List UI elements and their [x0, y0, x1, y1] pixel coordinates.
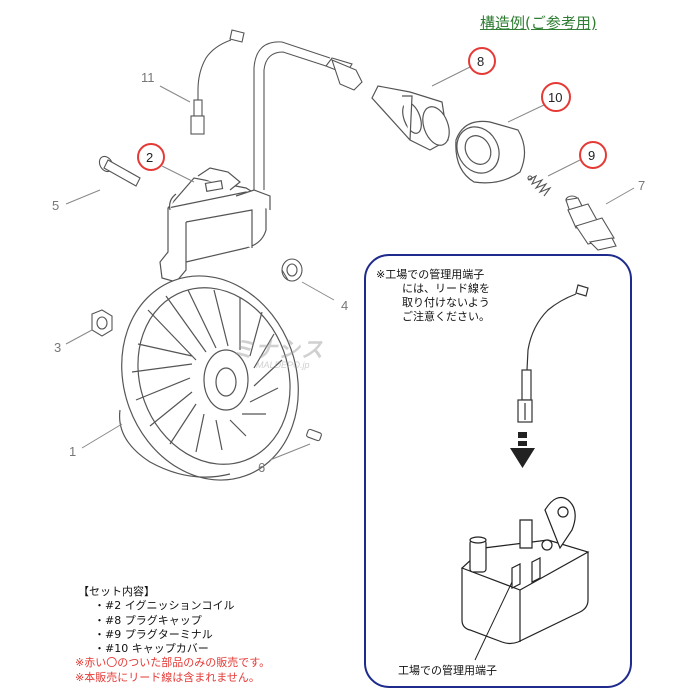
- callout-6: 6: [258, 460, 265, 475]
- set-note: ※赤い〇のついた部品のみの販売です。: [75, 656, 271, 670]
- set-contents-heading: 【セット内容】: [78, 585, 155, 598]
- part-9-plug-terminal: [527, 174, 552, 197]
- part-3-nut: [91, 309, 113, 337]
- inset-ignition-coil: [460, 497, 590, 645]
- callout-4: 4: [341, 298, 348, 313]
- ht-lead: [253, 41, 363, 190]
- callout-9: 9: [588, 148, 595, 163]
- part-7-spark-plug: [565, 195, 617, 251]
- set-item: ・#10 キャップカバー: [94, 642, 209, 656]
- terminal-label: 工場での管理用端子: [398, 664, 497, 677]
- set-item: ・#9 プラグターミナル: [94, 627, 213, 641]
- leader-lines: [65, 65, 635, 461]
- part-6-key: [306, 428, 322, 442]
- part-4-bushing: [281, 258, 303, 282]
- callout-3: 3: [54, 340, 61, 355]
- inset-note-line: ご注意ください。: [402, 310, 490, 323]
- part-11-lead-wire: [190, 29, 245, 135]
- callout-2: 2: [146, 150, 153, 165]
- callout-11: 11: [141, 70, 155, 85]
- down-arrow: [510, 432, 535, 468]
- callout-7: 7: [638, 178, 645, 193]
- part-1-flywheel: [118, 275, 299, 481]
- set-item: ・#8 プラグキャップ: [94, 613, 202, 627]
- set-contents: 【セット内容】 ・#2 イグニッションコイル ・#8 プラグキャップ ・#9 プ…: [75, 585, 271, 685]
- callout-10: 10: [548, 90, 562, 105]
- inset-note: ※工場での管理用端子 には、リード線を 取り付けないよう ご注意ください。: [376, 268, 490, 324]
- inset-note-line: 取り付けないよう: [402, 296, 490, 309]
- callout-5: 5: [52, 198, 59, 213]
- inset-note-line: には、リード線を: [402, 282, 490, 295]
- inset-note-line: ※工場での管理用端子: [376, 268, 485, 281]
- part-8-plug-cap: [371, 85, 450, 151]
- inset-frame: [364, 254, 632, 688]
- part-5-bolt: [98, 155, 141, 187]
- inset-lead-wire: [517, 284, 589, 423]
- callout-circles: [137, 47, 607, 171]
- terminal-leader: [474, 581, 513, 661]
- part-10-cap-cover: [455, 120, 526, 184]
- watermark-logo: ミナシス: [232, 337, 325, 362]
- callout-8: 8: [477, 54, 484, 69]
- part-2-ignition-coil: [159, 167, 271, 283]
- set-item: ・#2 イグニッションコイル: [94, 599, 235, 613]
- watermark-sub: MALDEPO.jp: [256, 360, 310, 370]
- callout-1: 1: [69, 444, 76, 459]
- set-note: ※本販売にリード線は含まれません。: [75, 670, 260, 684]
- page-title: 構造例(ご参考用): [480, 14, 597, 32]
